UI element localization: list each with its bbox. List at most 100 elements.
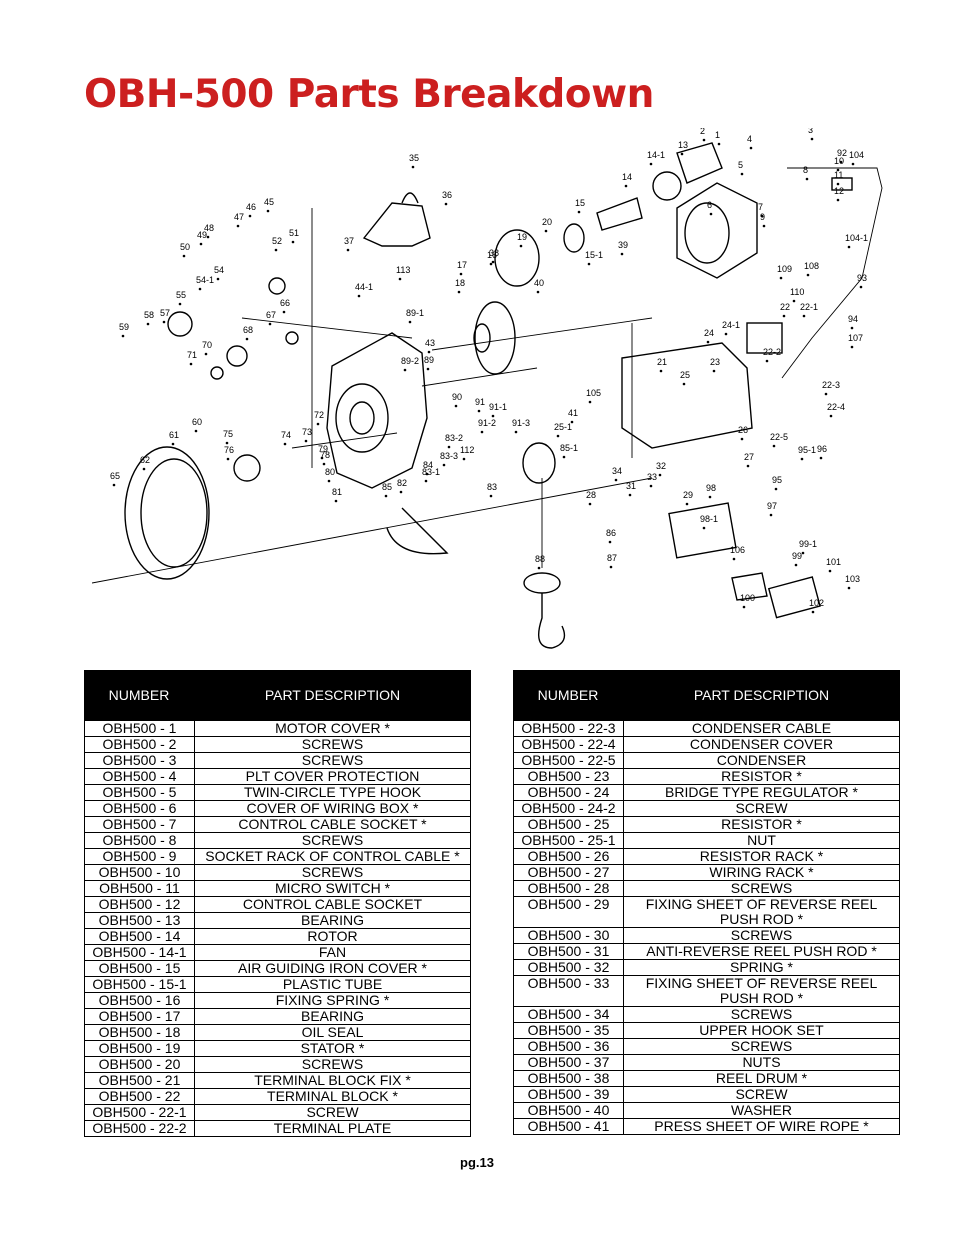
callout-dot — [537, 566, 541, 570]
callout-dot — [577, 210, 581, 214]
part-callout-label: 81 — [332, 487, 342, 497]
part-number: OBH500 - 24 — [513, 784, 624, 801]
callout-dot — [282, 310, 286, 314]
part-callout-label: 106 — [730, 545, 745, 555]
part-number: OBH500 - 5 — [84, 784, 195, 801]
callout-dot — [802, 314, 806, 318]
callout-dot — [121, 334, 125, 338]
part-callout-label: 91-1 — [489, 402, 507, 412]
callout-dot — [444, 202, 448, 206]
part-number: OBH500 - 26 — [513, 848, 624, 865]
part-callout-label: 102 — [809, 598, 824, 608]
callout-dot — [829, 414, 833, 418]
table-header: NUMBER PART DESCRIPTION — [84, 670, 471, 720]
part-callout-label: 52 — [272, 236, 282, 246]
part-number: OBH500 - 25 — [513, 816, 624, 833]
part-callout-label: 5 — [738, 160, 743, 170]
part-description: NUT — [623, 832, 900, 849]
part-callout-label: 107 — [848, 333, 863, 343]
part-description: TWIN-CIRCLE TYPE HOOK — [194, 784, 471, 801]
callout-dot — [477, 409, 481, 413]
part-callout-label: 10 — [834, 156, 844, 166]
callout-dot — [649, 162, 653, 166]
callout-dot — [357, 294, 361, 298]
callout-dot — [204, 352, 208, 356]
part-callout-label: 47 — [234, 212, 244, 222]
part-number: OBH500 - 41 — [513, 1118, 624, 1135]
callout-dot — [198, 287, 202, 291]
part-description: STATOR * — [194, 1040, 471, 1057]
callout-dot — [649, 484, 653, 488]
part-callout-label: 57 — [160, 308, 170, 318]
part-callout-label: 6 — [707, 200, 712, 210]
callout-dot — [491, 260, 495, 264]
callout-dot — [859, 285, 863, 289]
page-number: pg.13 — [460, 1155, 494, 1170]
callout-dot — [680, 152, 684, 156]
callout-dot — [424, 479, 428, 483]
callout-dot — [658, 473, 662, 477]
part-callout-label: 49 — [197, 230, 207, 240]
callout-dot — [266, 209, 270, 213]
part-callout-label: 71 — [187, 350, 197, 360]
part-callout-label: 80 — [325, 467, 335, 477]
callout-dot — [724, 332, 728, 336]
callout-dot — [268, 322, 272, 326]
part-callout-label: 41 — [568, 408, 578, 418]
part-number: OBH500 - 16 — [84, 992, 195, 1009]
part-description: CONDENSER CABLE — [623, 720, 900, 737]
part-callout-label: 9 — [760, 212, 765, 222]
callout-dot — [608, 540, 612, 544]
part-description: FAN — [194, 944, 471, 961]
callout-dot — [794, 563, 798, 567]
part-callout-label: 74 — [281, 430, 291, 440]
callout-dot — [426, 367, 430, 371]
part-description: TERMINAL BLOCK FIX * — [194, 1072, 471, 1089]
part-number: OBH500 - 31 — [513, 943, 624, 960]
part-callout-label: 83-3 — [440, 451, 458, 461]
callout-dot — [216, 277, 220, 281]
part-callout-label: 35 — [409, 153, 419, 163]
part-callout-label: 54 — [214, 265, 224, 275]
part-callout-label: 31 — [626, 481, 636, 491]
part-number: OBH500 - 9 — [84, 848, 195, 865]
part-callout-label: 97 — [767, 501, 777, 511]
callout-dot — [588, 400, 592, 404]
part-callout-label: 109 — [777, 264, 792, 274]
part-number: OBH500 - 22 — [84, 1088, 195, 1105]
part-number: OBH500 - 22-2 — [84, 1120, 195, 1137]
part-callout-label: 95 — [772, 475, 782, 485]
callout-dot — [824, 392, 828, 396]
part-callout-label: 23 — [710, 357, 720, 367]
callout-dot — [189, 362, 193, 366]
part-description: FIXING SHEET OF REVERSE REEL PUSH ROD * — [623, 896, 900, 928]
part-description: AIR GUIDING IRON COVER * — [194, 960, 471, 977]
part-number: OBH500 - 1 — [84, 720, 195, 737]
part-number: OBH500 - 14-1 — [84, 944, 195, 961]
part-callout-label: 37 — [344, 236, 354, 246]
callout-dot — [746, 464, 750, 468]
callout-dot — [427, 350, 431, 354]
part-callout-label: 110 — [790, 287, 804, 297]
callout-dot — [454, 404, 458, 408]
part-number: OBH500 - 20 — [84, 1056, 195, 1073]
part-number: OBH500 - 2 — [84, 736, 195, 753]
part-description: SCREW — [194, 1104, 471, 1121]
part-description: REEL DRUM * — [623, 1070, 900, 1087]
part-callout-label: 43 — [425, 338, 435, 348]
part-number: OBH500 - 8 — [84, 832, 195, 849]
